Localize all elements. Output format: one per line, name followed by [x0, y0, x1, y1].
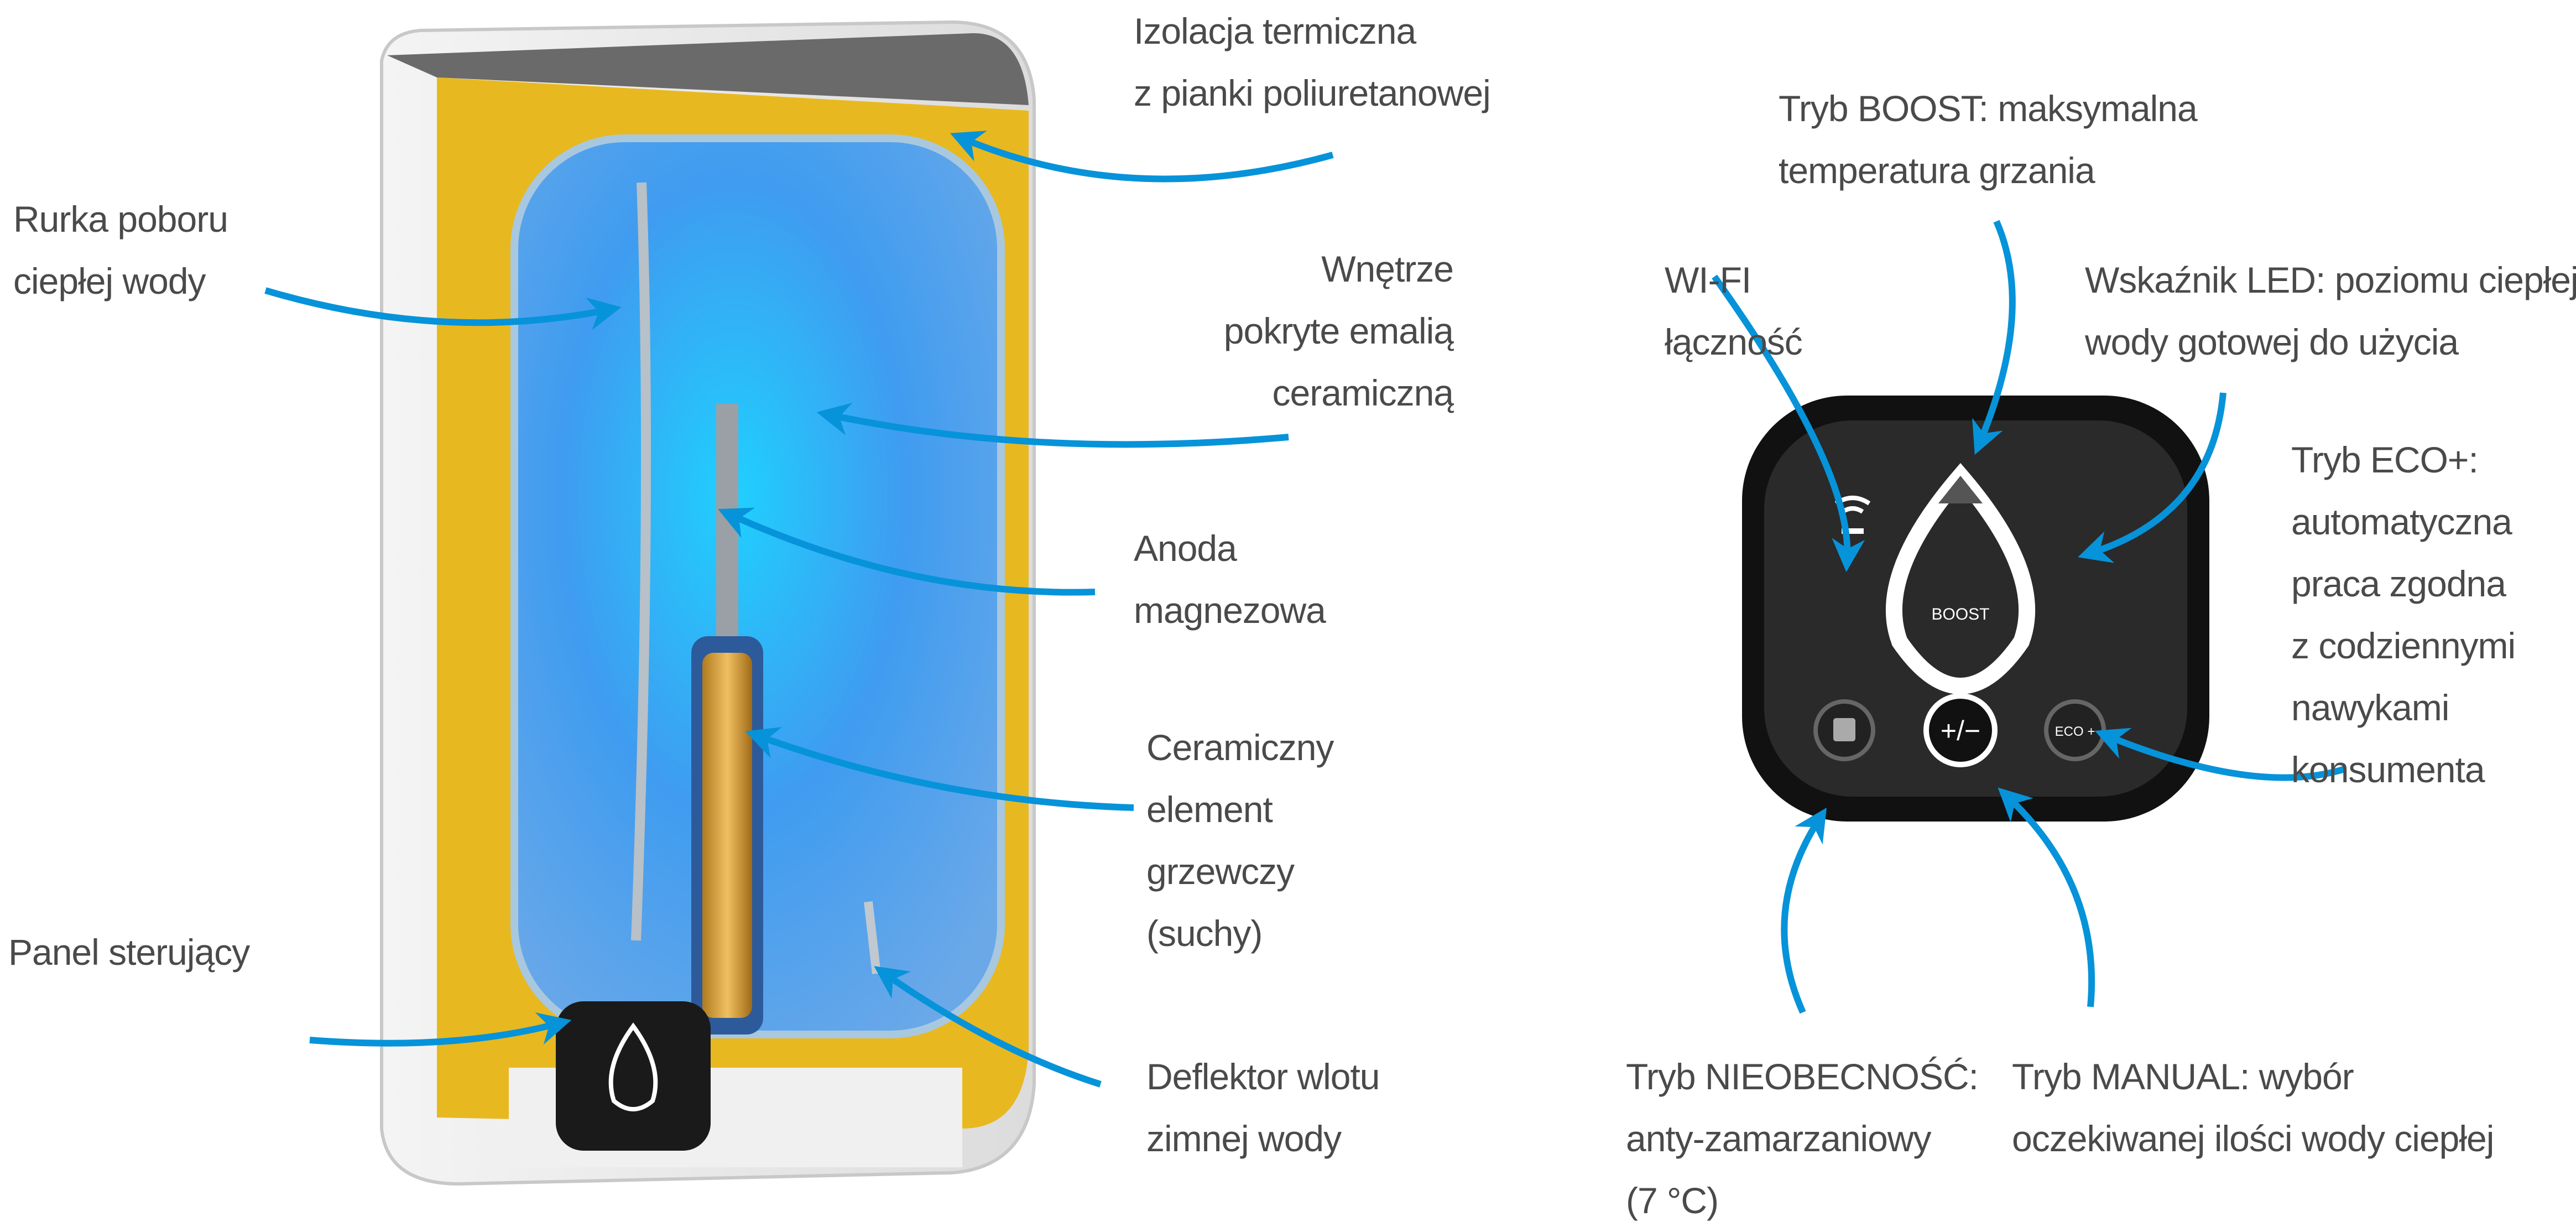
- arrow-eco: [2094, 727, 2346, 781]
- water-drop-led-indicator: [1885, 463, 2036, 695]
- arrow-anode: [718, 507, 1096, 596]
- arrow-boost: [1972, 220, 2016, 455]
- arrow-insulation: [950, 131, 1334, 183]
- arrow-absence: [1781, 807, 1827, 1014]
- absence-button[interactable]: [1813, 699, 1875, 761]
- arrow-wifi: [1712, 274, 1865, 572]
- arrow-manual: [1998, 787, 2095, 1007]
- arrow-pipe: [264, 287, 622, 330]
- arrow-deflector: [874, 966, 1102, 1088]
- control-panel: BOOST +/− ECO +: [1742, 396, 2209, 822]
- suitcase-icon: [1833, 718, 1855, 741]
- arrow-panel: [309, 1012, 572, 1047]
- plus-minus-button[interactable]: +/−: [1923, 693, 1998, 767]
- arrow-interior: [816, 403, 1289, 448]
- svg-text:ECO +: ECO +: [2055, 724, 2095, 739]
- arrow-element: [745, 727, 1134, 811]
- cold-water-deflector: [864, 901, 881, 974]
- eco-plus-button[interactable]: ECO +: [2044, 699, 2106, 761]
- callout-arrows: [264, 131, 2346, 1088]
- boost-button[interactable]: BOOST: [1931, 605, 1989, 623]
- water-heater: [380, 20, 1036, 1186]
- ceramic-heating-element: [702, 653, 752, 1018]
- arrow-led: [2078, 392, 2226, 563]
- label-absence-mode: Tryb NIEOBECNOŚĆ:anty-zamarzaniowy(7 °C): [1626, 1056, 1979, 1221]
- label-control-panel: Panel sterujący: [8, 932, 250, 973]
- hot-water-pipe: [631, 182, 651, 941]
- mini-control-panel: [556, 1001, 711, 1151]
- svg-text:+/−: +/−: [1941, 715, 1980, 746]
- svg-text:BOOST: BOOST: [1931, 605, 1989, 623]
